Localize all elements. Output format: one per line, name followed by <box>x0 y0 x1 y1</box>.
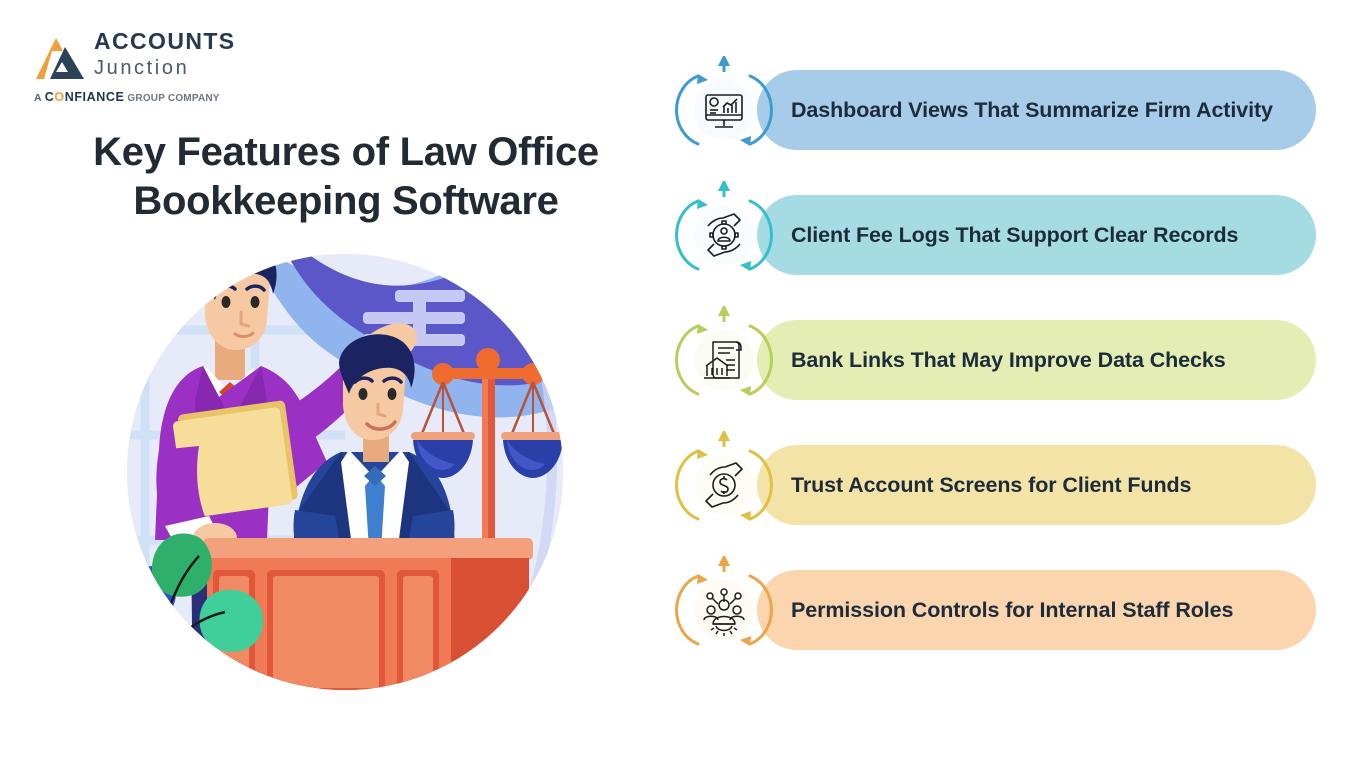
feature-pill[interactable]: Permission Controls for Internal Staff R… <box>757 570 1316 650</box>
feature-label: Bank Links That May Improve Data Checks <box>791 347 1226 372</box>
bank-document-scroll-icon[interactable] <box>668 306 780 414</box>
feature-row[interactable]: Client Fee Logs That Support Clear Recor… <box>668 181 1328 283</box>
feature-label: Permission Controls for Internal Staff R… <box>791 597 1234 622</box>
courtroom-illustration <box>95 240 595 720</box>
feature-label: Client Fee Logs That Support Clear Recor… <box>791 222 1239 247</box>
page-title: Key Features of Law Office Bookkeeping S… <box>93 130 599 223</box>
feature-row[interactable]: Dashboard Views That Summarize Firm Acti… <box>668 56 1328 158</box>
brand-tagline: A CONFIANCE GROUP COMPANY <box>34 90 220 104</box>
feature-pill[interactable]: Client Fee Logs That Support Clear Recor… <box>757 195 1316 275</box>
feature-pill[interactable]: Trust Account Screens for Client Funds <box>757 445 1316 525</box>
hands-holding-gear-person-icon[interactable] <box>668 181 780 289</box>
people-network-gear-icon[interactable] <box>668 556 780 664</box>
feature-label: Trust Account Screens for Client Funds <box>791 472 1192 497</box>
hands-holding-dollar-coin-icon[interactable] <box>668 431 780 539</box>
tagline-suffix: GROUP COMPANY <box>124 93 220 104</box>
brand-logo: ACCOUNTS Junction A CONFIANCE GROUP COMP… <box>32 28 262 110</box>
feature-row[interactable]: Trust Account Screens for Client Funds <box>668 431 1328 533</box>
feature-row[interactable]: Bank Links That May Improve Data Checks <box>668 306 1328 408</box>
mountain-triangle-icon <box>32 32 90 82</box>
feature-label: Dashboard Views That Summarize Firm Acti… <box>791 97 1273 122</box>
feature-pill[interactable]: Dashboard Views That Summarize Firm Acti… <box>757 70 1316 150</box>
tagline-brand-post: NFIANCE <box>64 90 125 104</box>
feature-row[interactable]: Permission Controls for Internal Staff R… <box>668 556 1328 658</box>
feature-list: Dashboard Views That Summarize Firm Acti… <box>668 56 1328 712</box>
dashboard-monitor-chart-icon[interactable] <box>668 56 780 164</box>
tagline-brand-o: O <box>54 90 65 104</box>
brand-name-accounts: ACCOUNTS <box>94 28 236 54</box>
brand-name-junction: Junction <box>94 57 190 79</box>
tagline-prefix: A <box>34 92 45 104</box>
feature-pill[interactable]: Bank Links That May Improve Data Checks <box>757 320 1316 400</box>
brand-wordmark: ACCOUNTS Junction <box>94 30 236 81</box>
tagline-brand-pre: C <box>44 90 55 104</box>
